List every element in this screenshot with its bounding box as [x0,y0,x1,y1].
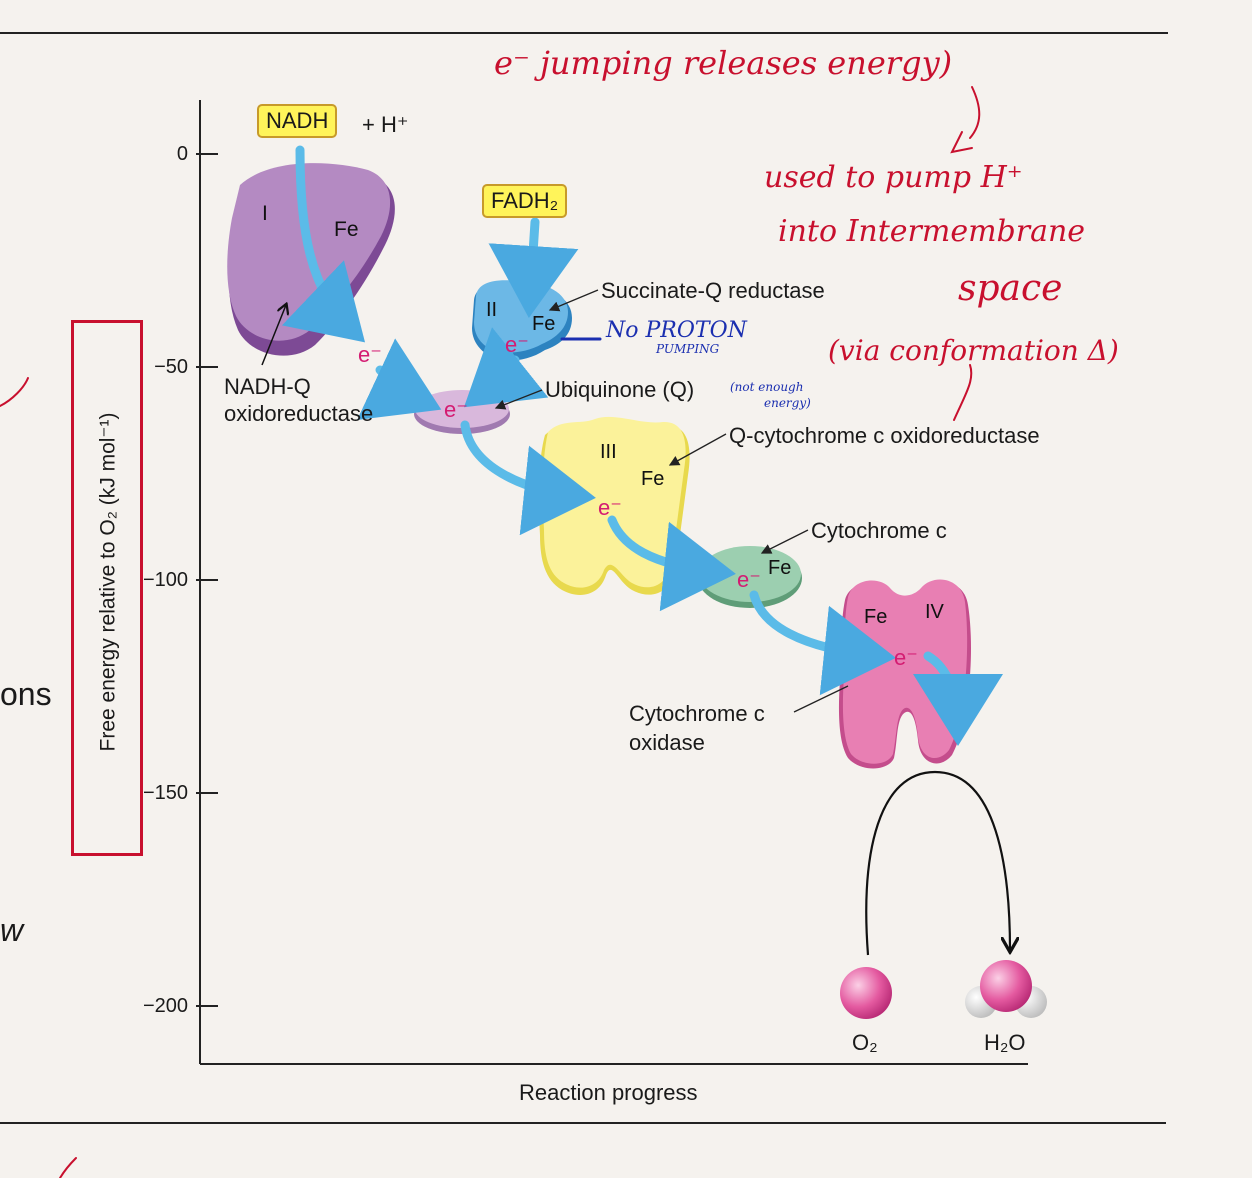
left-fragment-ons: ons [0,676,52,712]
annotation-used-line2: into Intermembrane [778,214,1086,249]
axis-label-highlight-box [71,320,143,856]
fadh2-box: FADH₂ [482,184,568,218]
electron-5: e⁻ [737,567,761,592]
tick-label-0: 0 [176,143,188,165]
complex-iv-label-line1: Cytochrome c [629,701,765,726]
water-formation-arc [865,770,1010,956]
annotation-not-enough: (not enough [730,380,804,394]
complex-i-numeral: I [262,202,268,225]
electron-3: e⁻ [444,397,468,422]
annotation-pumping: PUMPING [656,342,720,356]
complex-ii-label: Succinate-Q reductase [601,278,825,303]
complex-i-label-line1: NADH-Q [224,374,311,399]
tick-label-minus100: −100 [142,569,188,591]
electron-4: e⁻ [598,495,622,520]
h2o-molecule [965,960,1047,1018]
electron-2: e⁻ [505,332,529,357]
tick-label-minus150: −150 [142,782,188,804]
annotation-energy: energy) [764,396,811,410]
annotation-space: space [958,268,1063,309]
h2o-label: H₂O [984,1030,1026,1055]
o2-molecule [840,967,892,1019]
nadh-hplus: + H⁺ [362,112,409,137]
complex-iv-fe: Fe [864,606,887,628]
nadh-box: NADH [257,104,338,138]
complex-iii-fe: Fe [641,468,664,490]
left-fragment-w: w [0,912,24,948]
x-axis-label: Reaction progress [519,1080,698,1105]
complex-iii-label: Q-cytochrome c oxidoreductase [729,423,1040,448]
electron-flow-arrows [281,145,1003,746]
electron-1: e⁻ [358,342,382,367]
axes [196,100,1028,1065]
annotation-used-line1: used to pump H⁺ [764,160,1023,195]
ubiquinone-label: Ubiquinone (Q) [545,377,695,402]
cytochrome-c-label: Cytochrome c [811,518,947,543]
complex-iv-shape [838,579,971,769]
electron-6: e⁻ [894,645,918,670]
bottom-rule [0,1122,1166,1124]
top-rule [0,32,1168,34]
cytochrome-c-fe: Fe [768,557,791,579]
annotation-no-proton: No PROTON [606,318,747,343]
leader-lines [494,289,849,713]
ink-marks [0,86,981,1178]
o2-label: O₂ [852,1030,878,1055]
tick-label-minus200: −200 [142,995,188,1017]
annotation-via: (via conformation Δ) [828,334,1119,367]
complex-i-fe: Fe [334,218,359,241]
annotation-top: e⁻ jumping releases energy) [494,44,953,82]
tick-label-minus50: −50 [154,356,188,378]
complex-ii-fe: Fe [532,313,555,335]
complex-ii-numeral: II [486,299,497,321]
complex-i-label-line2: oxidoreductase [224,401,374,426]
complex-iii-numeral: III [600,441,617,463]
complex-iv-numeral: IV [925,601,945,623]
complex-iv-label-line2: oxidase [629,730,705,755]
